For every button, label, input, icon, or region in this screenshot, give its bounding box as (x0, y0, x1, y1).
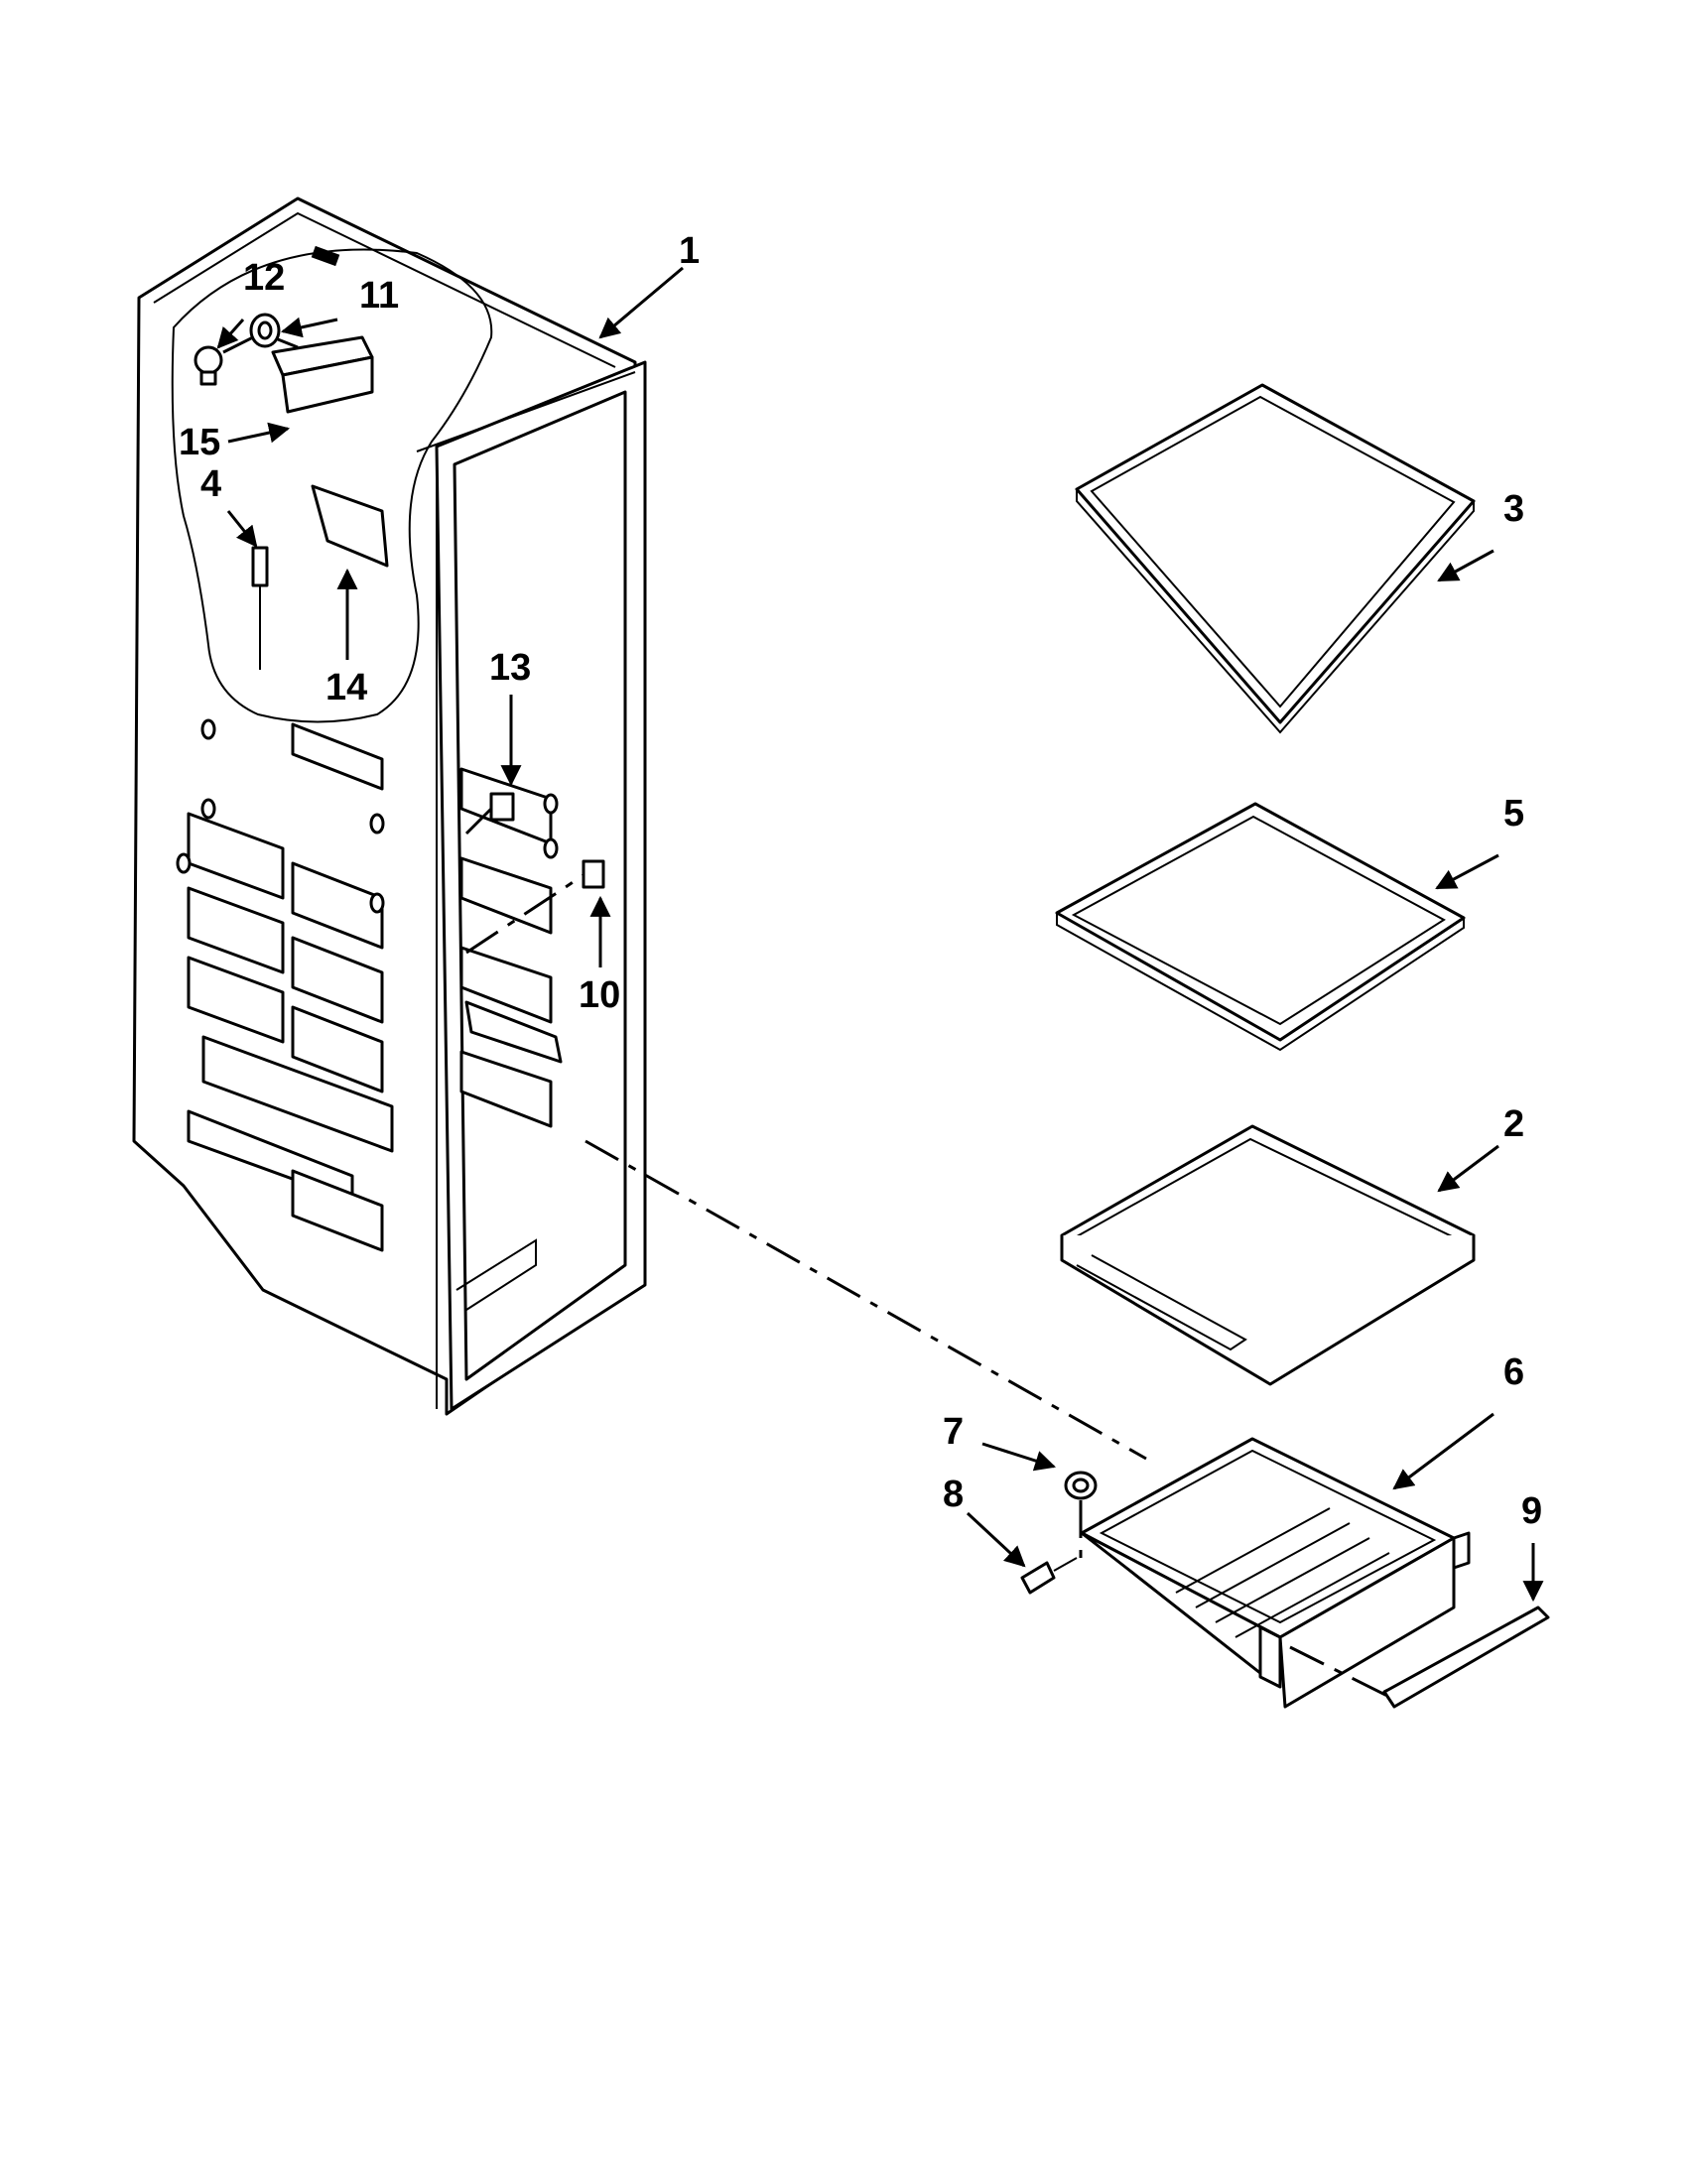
light-housing (271, 335, 389, 568)
callout-6: 6 (1503, 1351, 1524, 1393)
crisper-pan (1080, 1437, 1471, 1709)
callout-10: 10 (579, 974, 620, 1016)
assembly-line-strip (1289, 1645, 1390, 1699)
callout-15: 15 (179, 422, 220, 463)
callout-13: 13 (489, 647, 531, 689)
callout-8: 8 (943, 1474, 964, 1515)
refrigerator-liner (132, 196, 647, 1416)
callout-14: 14 (325, 667, 367, 708)
bracket-13-icon (489, 792, 515, 822)
callout-1: 1 (679, 230, 700, 272)
callout-4: 4 (200, 463, 221, 505)
callout-11: 11 (359, 275, 399, 317)
assembly-line-crisper (584, 1139, 1147, 1461)
assembly-line-10 (465, 873, 584, 955)
light-socket-icon (249, 313, 281, 348)
callout-3: 3 (1503, 488, 1524, 530)
crisper-screw-icon (1020, 1557, 1078, 1595)
crisper-cover-strip (1382, 1606, 1550, 1709)
shelf-5 (1055, 802, 1466, 1052)
crisper-roller-icon (1064, 1471, 1098, 1500)
liner-vents (187, 722, 563, 1252)
callout-2: 2 (1503, 1103, 1524, 1145)
bracket-10-icon (582, 859, 605, 889)
callout-7: 7 (943, 1411, 964, 1453)
shelf-2 (1060, 1124, 1476, 1386)
callout-5: 5 (1503, 793, 1524, 835)
leader-lines (216, 266, 1544, 1603)
thermistor-icon (251, 546, 269, 670)
assembly-line-13 (464, 807, 493, 835)
shelf-3 (1075, 383, 1476, 734)
callout-9: 9 (1521, 1490, 1542, 1532)
callout-12: 12 (243, 257, 285, 299)
light-bulb-icon (194, 345, 223, 386)
